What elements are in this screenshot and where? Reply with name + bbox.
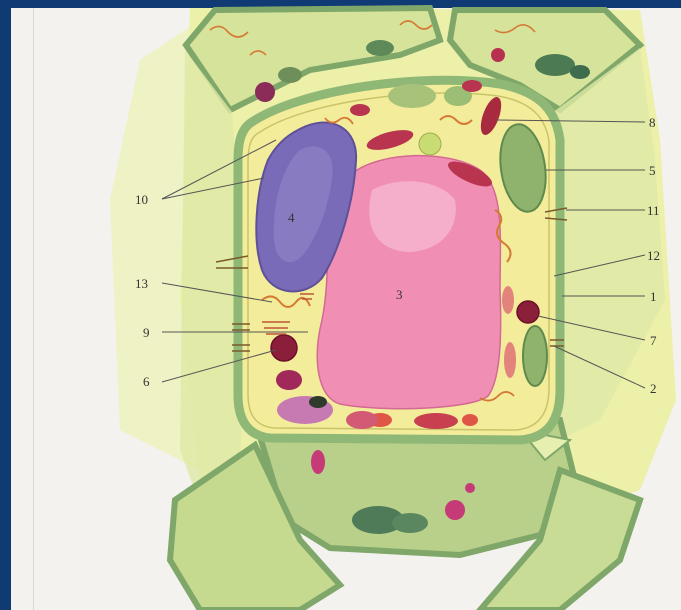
mitochondrion <box>502 286 514 314</box>
label-8: 8 <box>649 115 656 130</box>
label-6: 6 <box>143 374 150 389</box>
mitochondrion <box>350 104 370 116</box>
organelle-lower <box>276 370 302 390</box>
label-13: 13 <box>135 276 148 291</box>
label-1: 1 <box>650 289 657 304</box>
label-7: 7 <box>650 333 657 348</box>
label-2: 2 <box>650 381 657 396</box>
organelle-dark <box>309 396 327 408</box>
neighbour-chloroplast <box>366 40 394 56</box>
mitochondrion <box>414 413 458 429</box>
label-11: 11 <box>647 203 660 218</box>
label-3: 3 <box>396 287 403 302</box>
neighbour-chloroplast <box>570 65 590 79</box>
bottom-vesicle <box>445 500 465 520</box>
label-10: 10 <box>135 192 148 207</box>
chloroplast-lower <box>523 326 547 386</box>
chloroplast-small <box>388 84 436 108</box>
label-4: 4 <box>288 210 295 225</box>
neighbour-chloroplast <box>278 67 302 83</box>
bottom-vesicle <box>465 483 475 493</box>
bottom-chloroplast <box>392 513 428 533</box>
organelle-7 <box>517 301 539 323</box>
neighbour-chloroplast <box>535 54 575 76</box>
label-5: 5 <box>649 163 656 178</box>
green-vesicle <box>419 133 441 155</box>
label-9: 9 <box>143 325 150 340</box>
mitochondrion <box>462 80 482 92</box>
organelle-6 <box>271 335 297 361</box>
neighbour-vesicle <box>255 82 275 102</box>
label-12: 12 <box>647 248 660 263</box>
bottom-vesicle <box>311 450 325 474</box>
mitochondrion <box>504 342 516 378</box>
organelle-lower <box>346 411 378 429</box>
mitochondrion <box>462 414 478 426</box>
neighbour-vesicle <box>491 48 505 62</box>
